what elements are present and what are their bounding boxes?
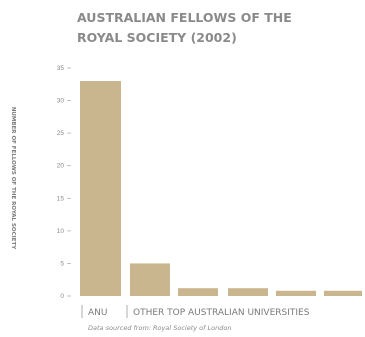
source-note: Data sourced from: Royal Society of Lond… xyxy=(88,324,231,332)
bar xyxy=(276,290,316,296)
y-tick-label: 5 xyxy=(60,260,64,267)
y-tick-label: 0 xyxy=(60,293,64,300)
chart-title-line-1: AUSTRALIAN FELLOWS OF THE xyxy=(77,10,292,25)
y-tick-label: 30 xyxy=(57,98,65,105)
y-tick-label: 10 xyxy=(57,228,65,235)
category-label-others: OTHER TOP AUSTRALIAN UNIVERSITIES xyxy=(133,308,310,318)
bar xyxy=(228,288,268,296)
category-label-anu: ANU xyxy=(88,308,107,318)
bar xyxy=(80,81,121,296)
bars xyxy=(80,81,362,296)
y-tick-label: 15 xyxy=(57,195,65,202)
bar xyxy=(178,288,218,296)
y-tick-label: 20 xyxy=(57,163,65,170)
y-axis-label: NUMBER OF FELLOWS OF THE ROYAL SOCIETY xyxy=(10,107,16,250)
y-axis-ticks: 0 5 10 15 20 25 30 35 xyxy=(57,65,71,300)
bar xyxy=(324,290,362,296)
chart-title-line-2: ROYAL SOCIETY (2002) xyxy=(77,30,237,45)
y-tick-label: 25 xyxy=(57,130,65,137)
bar xyxy=(130,263,170,296)
y-tick-label: 35 xyxy=(57,65,65,72)
